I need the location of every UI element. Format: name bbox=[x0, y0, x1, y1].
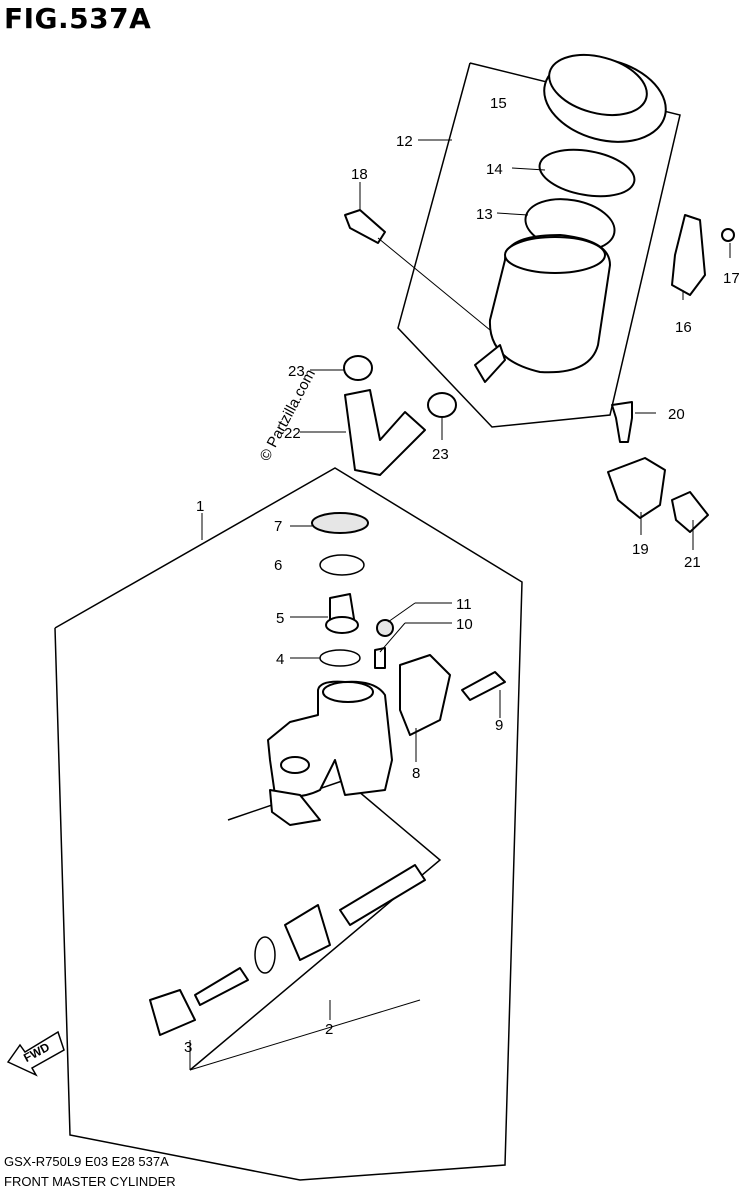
screw-17 bbox=[721, 228, 735, 242]
callout-19: 19 bbox=[632, 541, 649, 558]
master-cylinder-body bbox=[267, 680, 393, 826]
clamp-16 bbox=[671, 214, 706, 296]
callouts: 1 2 3 4 5 6 7 8 9 10 11 12 13 14 15 16 1… bbox=[184, 95, 740, 1056]
callout-7: 7 bbox=[274, 518, 282, 535]
callout-22: 22 bbox=[284, 425, 301, 442]
model-code: GSX-R750L9 E03 E28 537A bbox=[4, 1154, 169, 1169]
bleeder-10 bbox=[374, 647, 386, 669]
bolt-18 bbox=[344, 209, 386, 244]
collar-21 bbox=[671, 491, 709, 533]
callout-5: 5 bbox=[276, 610, 284, 627]
bolt-9 bbox=[461, 671, 506, 701]
master-cylinder-group-outline bbox=[54, 467, 523, 1181]
callout-11: 11 bbox=[456, 596, 472, 613]
fwd-arrow: FWD bbox=[6, 1030, 65, 1077]
callout-13: 13 bbox=[476, 206, 493, 223]
callout-4: 4 bbox=[276, 651, 284, 668]
callout-2: 2 bbox=[325, 1021, 333, 1038]
callout-21: 21 bbox=[684, 554, 701, 571]
watermark: © Partzilla.com bbox=[257, 367, 319, 464]
callout-1: 1 bbox=[196, 498, 204, 515]
callout-23-upper: 23 bbox=[288, 363, 305, 380]
callout-17: 17 bbox=[723, 270, 740, 287]
callout-12: 12 bbox=[396, 133, 413, 150]
figure-caption: FRONT MASTER CYLINDER bbox=[4, 1174, 176, 1189]
callout-8: 8 bbox=[412, 765, 420, 782]
callout-9: 9 bbox=[495, 717, 503, 734]
bolt-20 bbox=[611, 401, 633, 443]
o-ring-4 bbox=[319, 649, 361, 667]
figure-footer: GSX-R750L9 E03 E28 537A FRONT MASTER CYL… bbox=[4, 1152, 176, 1192]
reservoir-cap bbox=[543, 54, 667, 143]
boot-7 bbox=[311, 512, 369, 534]
hose-clip-upper bbox=[343, 355, 373, 381]
callout-18: 18 bbox=[351, 166, 368, 183]
callout-15: 15 bbox=[490, 95, 507, 112]
leader-lines bbox=[189, 139, 731, 1071]
piston-kit bbox=[254, 864, 426, 974]
connector-5 bbox=[325, 593, 359, 634]
callout-20: 20 bbox=[668, 406, 685, 423]
holder-8 bbox=[399, 654, 451, 736]
callout-14: 14 bbox=[486, 161, 503, 178]
callout-10: 10 bbox=[456, 616, 473, 633]
circlip-6 bbox=[319, 554, 365, 576]
figure-title: FIG.537A bbox=[4, 2, 152, 35]
hose-clip-lower bbox=[427, 392, 457, 418]
push-rod-3 bbox=[149, 967, 249, 1036]
callout-16: 16 bbox=[675, 319, 692, 336]
callout-6: 6 bbox=[274, 557, 282, 574]
hose-22 bbox=[344, 389, 426, 476]
cap-11 bbox=[376, 619, 394, 637]
callout-3: 3 bbox=[184, 1039, 192, 1056]
reservoir-body bbox=[474, 234, 611, 383]
bracket-19 bbox=[607, 457, 666, 519]
diaphragm-plate bbox=[538, 148, 636, 198]
callout-23-lower: 23 bbox=[432, 446, 449, 463]
